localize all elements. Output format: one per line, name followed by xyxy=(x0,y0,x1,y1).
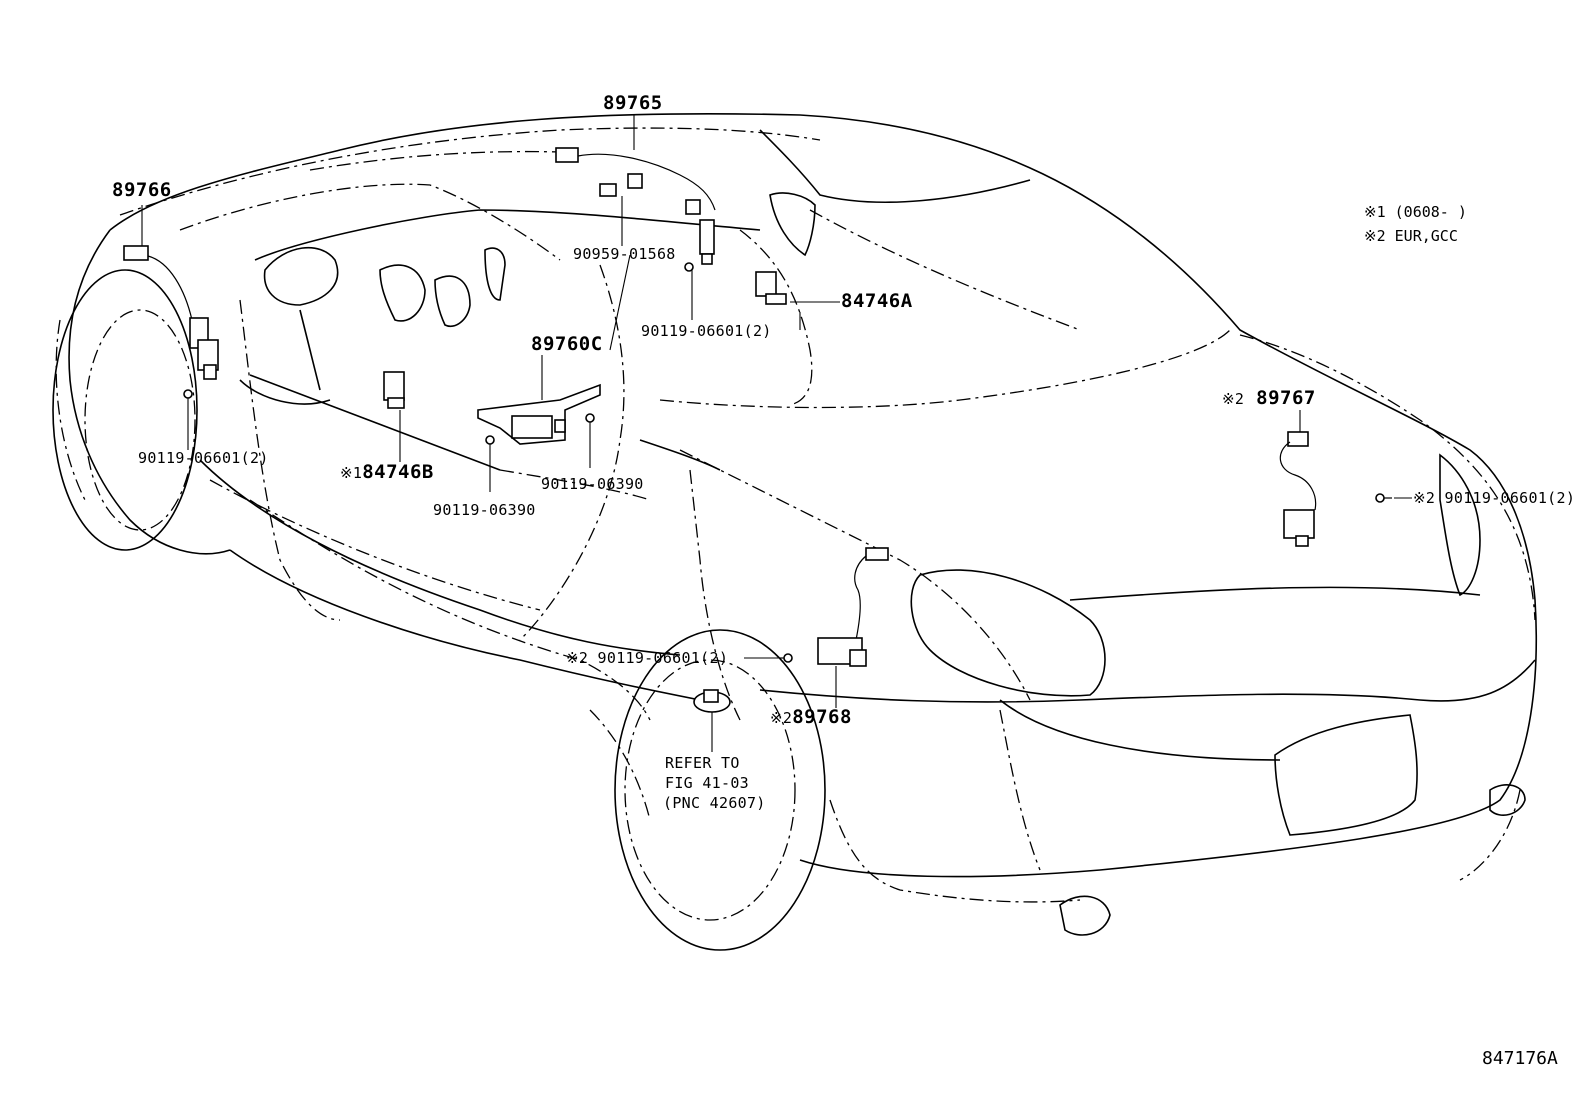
note-2: ※2 EUR,GCC xyxy=(1364,229,1458,244)
label-89767-number: 89767 xyxy=(1256,387,1316,409)
label-89765: 89765 xyxy=(603,92,663,114)
label-89760C: 89760C xyxy=(531,333,603,355)
bolt-right xyxy=(1375,493,1392,503)
label-89768-mark: ※2 xyxy=(770,709,793,727)
note-1-text: (0608- ) xyxy=(1394,203,1467,221)
note-2-mark: ※2 xyxy=(1364,227,1386,245)
label-84746B-number: 84746B xyxy=(362,461,434,483)
label-90119-06390-a: 90119-06390 xyxy=(541,475,644,493)
label-89767: ※2 89767 xyxy=(1222,389,1316,408)
label-84746A: 84746A xyxy=(841,290,913,312)
note-2-text: EUR,GCC xyxy=(1394,227,1458,245)
label-84746B-mark: ※1 xyxy=(340,464,363,482)
rear-left-wheel xyxy=(52,269,198,551)
car-outline xyxy=(68,112,1537,936)
refer-line-1: REFER TO xyxy=(665,754,740,772)
refer-line-2: FIG 41-03 xyxy=(665,774,749,792)
label-89766: 89766 xyxy=(112,179,172,201)
label-90119-06601-mid: ※2 90119-06601(2) xyxy=(566,649,729,667)
figure-id: 847176A xyxy=(1482,1048,1558,1069)
label-90959-01568: 90959-01568 xyxy=(573,245,676,263)
hidden-lines xyxy=(55,127,1536,903)
label-89768: ※289768 xyxy=(770,708,852,727)
note-1: ※1 (0608- ) xyxy=(1364,205,1467,220)
label-90119-06390-b: 90119-06390 xyxy=(433,501,536,519)
part-89760C-module xyxy=(477,383,601,445)
label-89768-number: 89768 xyxy=(792,706,852,728)
part-89766-sensor xyxy=(123,245,219,399)
leader-lines xyxy=(141,114,1412,752)
part-84746B-sensor xyxy=(383,371,405,409)
label-90119-06601-top: 90119-06601(2) xyxy=(641,322,772,340)
label-89767-mark: ※2 xyxy=(1222,390,1245,408)
rear-right-wheel xyxy=(614,629,826,951)
label-90119-06601-left: 90119-06601(2) xyxy=(138,449,269,467)
note-1-mark: ※1 xyxy=(1364,203,1386,221)
part-89765-harness xyxy=(555,147,716,272)
part-89767-sensor xyxy=(1279,431,1317,547)
part-valve-sensor xyxy=(693,689,731,713)
part-89768-sensor xyxy=(817,547,889,667)
part-84746A-sensor xyxy=(755,271,787,305)
refer-line-3: (PNC 42607) xyxy=(663,794,766,812)
label-90119-06601-right: ※2 90119-06601(2) xyxy=(1413,489,1576,507)
label-84746B: ※184746B xyxy=(340,463,434,482)
